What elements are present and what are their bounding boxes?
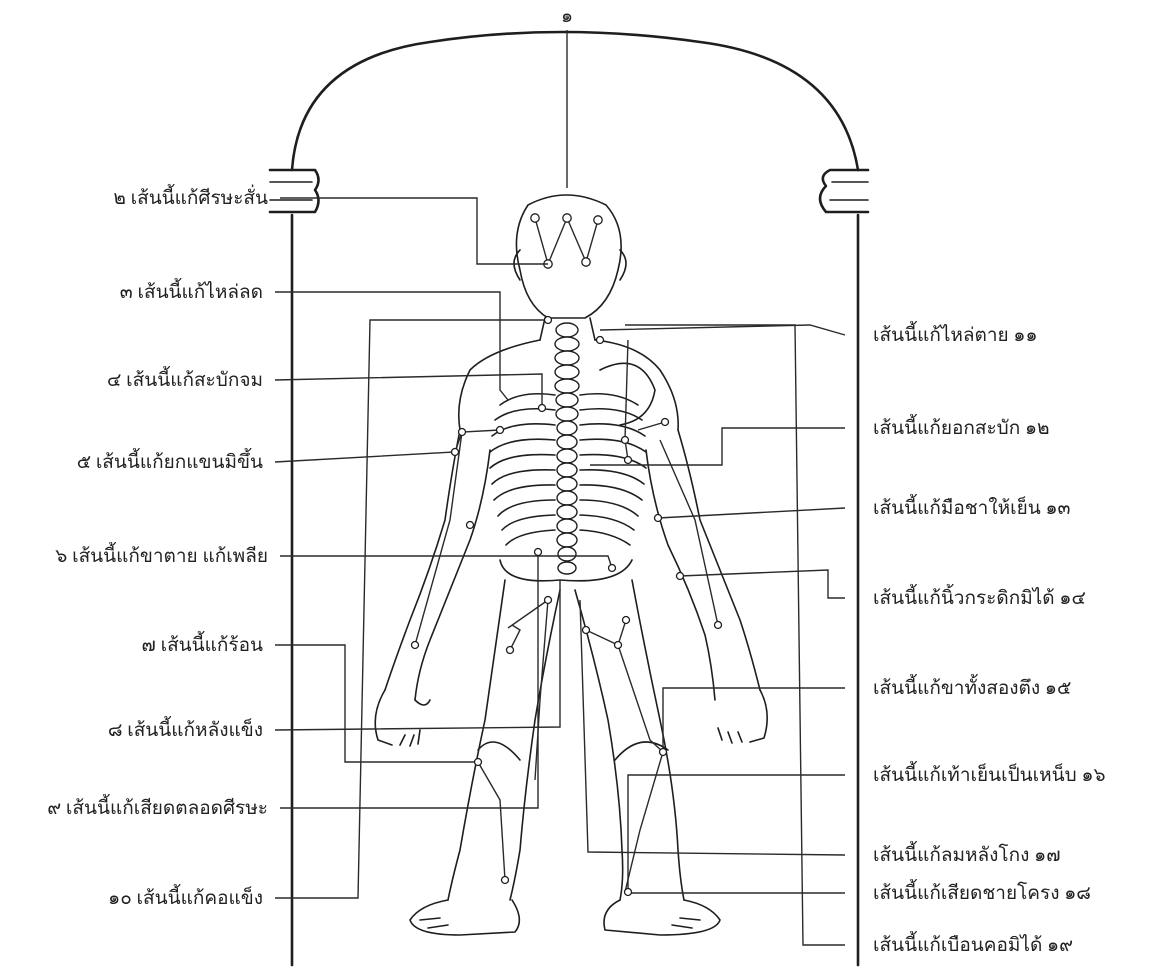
label-12: เส้นนี้แก้ยอกสะบัก ๑๒	[873, 414, 1050, 439]
spine	[555, 323, 579, 574]
label-3: ๓ เส้นนี้แก้ไหล่ลด	[120, 278, 263, 303]
head-points	[531, 30, 602, 268]
point-head-1	[531, 214, 539, 222]
label-18: เส้นนี้แก้เสียดชายโครง ๑๘	[873, 879, 1091, 904]
label-2: ๒ เส้นนี้แก้ศีรษะสั่น	[113, 184, 268, 209]
label-19: เส้นนี้แก้เบือนคอมิได้ ๑๙	[873, 931, 1073, 956]
label-8: ๘ เส้นนี้แก้หลังแข็ง	[108, 716, 263, 741]
point-head-3	[594, 216, 602, 224]
label-16: เส้นนี้แก้เท้าเย็นเป็นเหน็บ ๑๖	[873, 761, 1106, 786]
label-5: ๕ เส้นนี้แก้ยกแขนมิขึ้น	[77, 448, 263, 473]
label-7: ๗ เส้นนี้แก้ร้อน	[142, 631, 263, 656]
label-6: ๖ เส้นนี้แก้ขาตาย แก้เพลีย	[55, 542, 268, 567]
point-head-2	[563, 214, 571, 222]
human-figure	[375, 195, 767, 935]
label-17: เส้นนี้แก้ลมหลังโกง ๑๗	[873, 841, 1061, 866]
label-10: ๑๐ เส้นนี้แก้คอแข็ง	[108, 884, 263, 909]
label-13: เส้นนี้แก้มือชาให้เย็น ๑๓	[873, 494, 1071, 519]
label-15: เส้นนี้แก้ขาทั้งสองตึง ๑๕	[873, 674, 1071, 699]
label-11: เส้นนี้แก้ไหล่ตาย ๑๑	[873, 321, 1038, 346]
top-marker-label: ๑	[561, 6, 573, 27]
label-9: ๙ เส้นนี้แก้เสียดตลอดศีรษะ	[47, 794, 268, 819]
point-head-5	[582, 258, 590, 266]
label-14: เส้นนี้แก้นิ้วกระดิกมิได้ ๑๔	[873, 584, 1086, 609]
label-4: ๔ เส้นนี้แก้สะบักจม	[107, 366, 263, 391]
